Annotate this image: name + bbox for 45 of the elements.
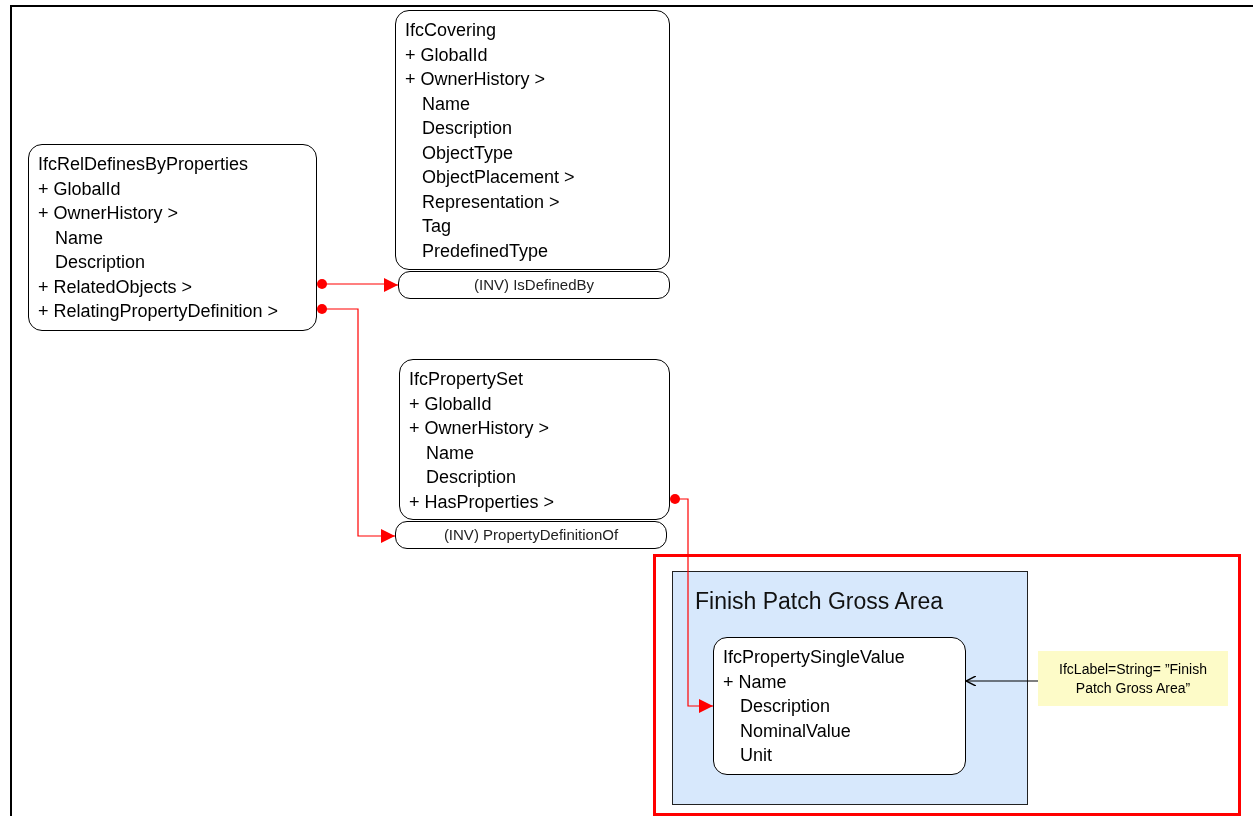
entity-name: IfcCovering xyxy=(405,19,497,42)
attribute-text: + GlobalId xyxy=(38,177,121,201)
attribute-text: + OwnerHistory > xyxy=(405,68,546,91)
entity-box xyxy=(399,359,670,520)
attribute-text: + RelatingPropertyDefinition > xyxy=(38,300,279,323)
group-title: Finish Patch Gross Area xyxy=(695,587,943,616)
attribute-text: + GlobalId xyxy=(409,392,492,416)
note-box xyxy=(1038,651,1228,706)
highlight-frame xyxy=(653,554,1241,816)
entity-box xyxy=(28,144,317,331)
attribute-text: Description xyxy=(740,695,831,718)
connector-arrow xyxy=(317,304,396,543)
attribute-text: Name xyxy=(422,92,470,116)
entity-name: IfcRelDefinesByProperties xyxy=(38,153,249,176)
entity-box xyxy=(395,10,670,270)
attribute-text: Description xyxy=(426,466,517,489)
attribute-text: ObjectType xyxy=(422,141,514,165)
entity-box xyxy=(713,637,966,775)
inverse-attribute-box xyxy=(398,271,670,299)
attribute-text: Tag xyxy=(422,215,452,238)
entity-name: IfcPropertySingleValue xyxy=(723,646,905,669)
connector-arrow xyxy=(965,675,1039,687)
attribute-text: + HasProperties > xyxy=(409,490,555,514)
label-text: IfcLabel=String= ”Finish Patch Gross Area” xyxy=(1058,659,1208,698)
attribute-text: PredefinedType xyxy=(422,239,549,263)
entity-name: IfcPropertySet xyxy=(409,368,524,391)
inverse-attribute-box xyxy=(395,521,667,549)
attribute-text: Representation > xyxy=(422,190,560,214)
attribute-text: + Name xyxy=(723,670,787,694)
attribute-text: + OwnerHistory > xyxy=(409,417,550,440)
attribute-text: ObjectPlacement > xyxy=(422,166,575,189)
attribute-text: Unit xyxy=(740,744,772,767)
label-text: (INV) PropertyDefinitionOf xyxy=(443,524,619,545)
attribute-text: Name xyxy=(426,441,474,465)
connector-arrow xyxy=(317,278,399,292)
attribute-text: Description xyxy=(422,117,513,140)
attribute-text: + RelatedObjects > xyxy=(38,275,193,299)
attribute-text: + GlobalId xyxy=(405,43,488,67)
connector-arrow xyxy=(670,494,714,713)
attribute-text: Name xyxy=(55,226,103,250)
label-text: (INV) IsDefinedBy xyxy=(473,274,594,295)
property-group-panel xyxy=(672,571,1028,805)
attribute-text: NominalValue xyxy=(740,719,851,743)
attribute-text: Description xyxy=(55,251,146,274)
attribute-text: + OwnerHistory > xyxy=(38,202,179,225)
